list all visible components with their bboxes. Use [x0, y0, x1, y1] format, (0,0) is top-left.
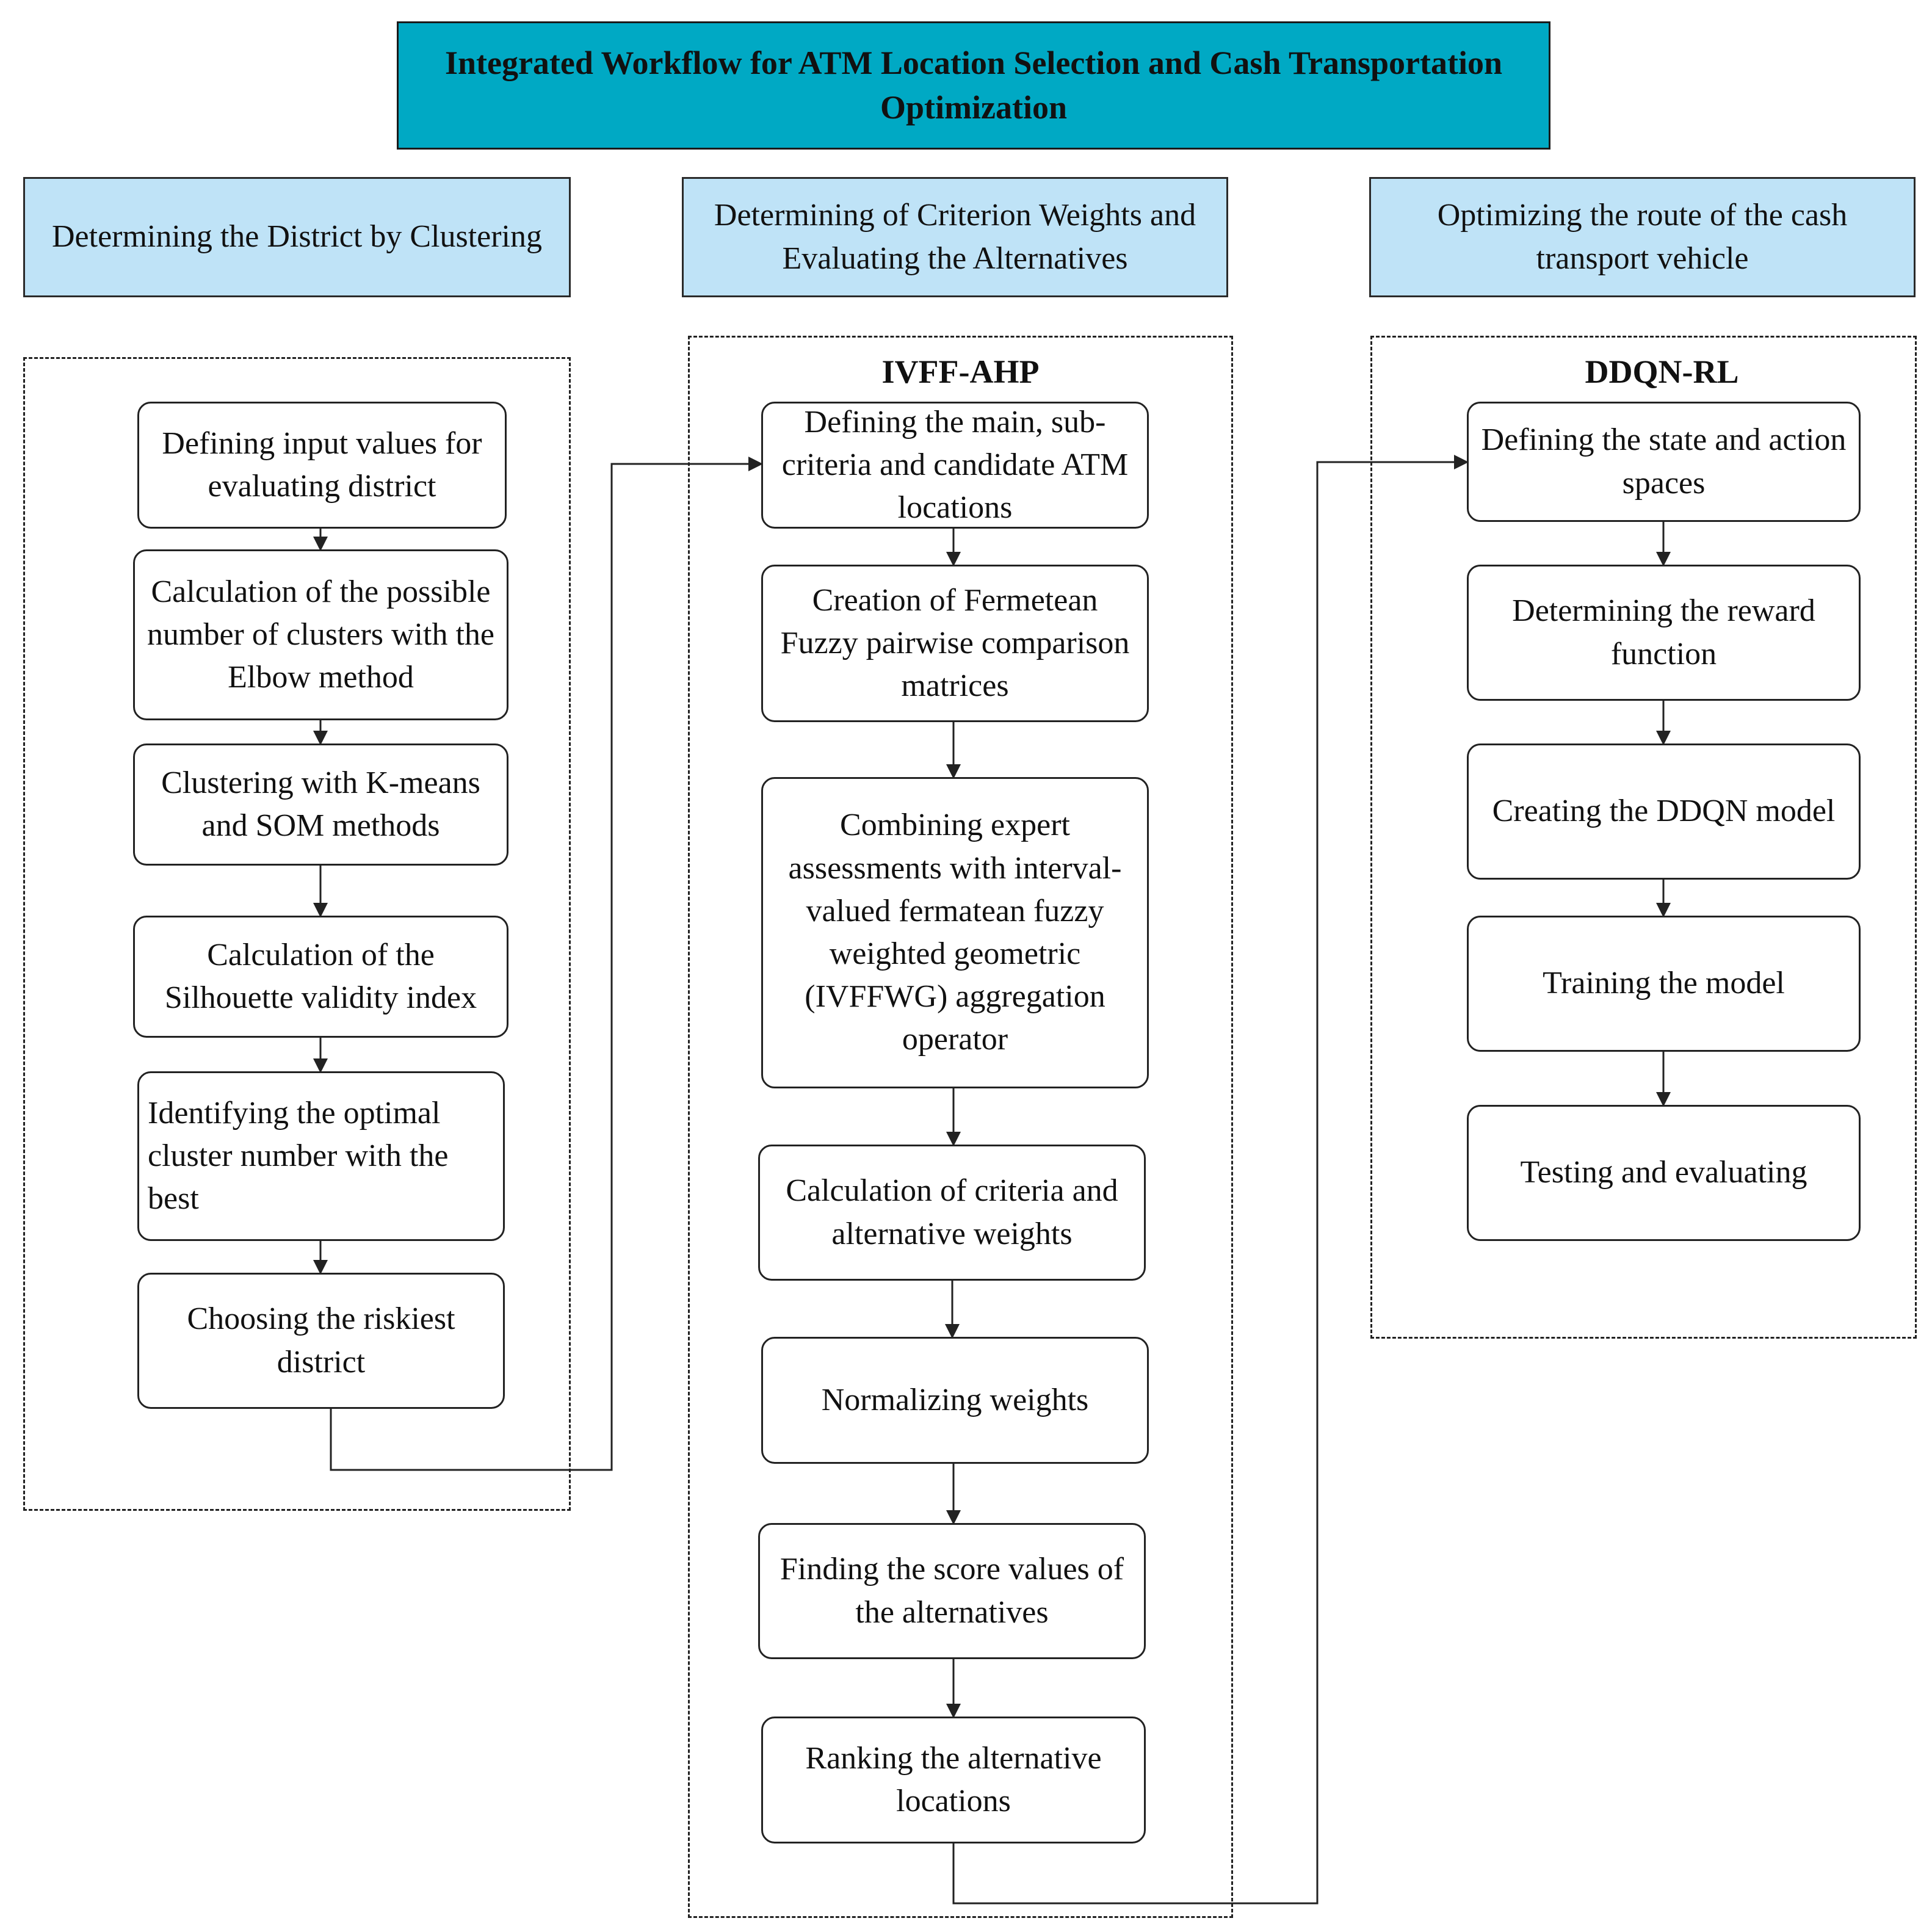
- column-header-route: Optimizing the route of the cash transpo…: [1369, 177, 1916, 297]
- step-score-values: Finding the score values of the alternat…: [758, 1523, 1146, 1659]
- diagram-title-text: Integrated Workflow for ATM Location Sel…: [444, 45, 1503, 126]
- step-state-action-spaces: Defining the state and action spaces: [1467, 402, 1861, 522]
- step-elbow-method: Calculation of the possible number of cl…: [133, 549, 508, 720]
- group-label-ddqn-rl: DDQN-RL: [1585, 353, 1739, 390]
- step-ranking-locations: Ranking the alternative locations: [761, 1717, 1146, 1843]
- step-define-input-values: Defining input values for evaluating dis…: [137, 402, 507, 529]
- column-header-text: Determining the District by Clustering: [52, 219, 542, 255]
- arrow-c1-to-c2: [330, 457, 763, 1471]
- step-criteria-weights: Calculation of criteria and alternative …: [758, 1145, 1146, 1281]
- column-header-text: Optimizing the route of the cash transpo…: [1437, 198, 1848, 276]
- column-header-clustering: Determining the District by Clustering: [23, 177, 571, 297]
- column-header-weights: Determining of Criterion Weights and Eva…: [682, 177, 1228, 297]
- diagram-title: Integrated Workflow for ATM Location Sel…: [397, 21, 1550, 150]
- step-riskiest-district: Choosing the riskiest district: [137, 1273, 505, 1409]
- step-normalizing-weights: Normalizing weights: [761, 1337, 1149, 1464]
- step-kmeans-som: Clustering with K-means and SOM methods: [133, 743, 508, 866]
- step-reward-function: Determining the reward function: [1467, 565, 1861, 701]
- group-clustering: [23, 357, 571, 1511]
- group-ivff-ahp: [688, 336, 1233, 1918]
- step-silhouette-index: Calculation of the Silhouette validity i…: [133, 916, 508, 1038]
- step-optimal-cluster-number: Identifying the optimal cluster number w…: [137, 1071, 505, 1241]
- step-define-criteria: Defining the main, sub-criteria and cand…: [761, 402, 1149, 529]
- step-training-model: Training the model: [1467, 916, 1861, 1052]
- arrow-c2-to-c3: [952, 455, 1469, 1905]
- column-header-text: Determining of Criterion Weights and Eva…: [714, 198, 1196, 276]
- group-ddqn-rl: [1370, 336, 1917, 1339]
- group-label-ivff-ahp: IVFF-AHP: [881, 353, 1040, 390]
- step-ddqn-model: Creating the DDQN model: [1467, 743, 1861, 880]
- step-ivffwg-aggregation: Combining expert assessments with interv…: [761, 777, 1149, 1088]
- step-pairwise-matrices: Creation of Fermetean Fuzzy pairwise com…: [761, 565, 1149, 722]
